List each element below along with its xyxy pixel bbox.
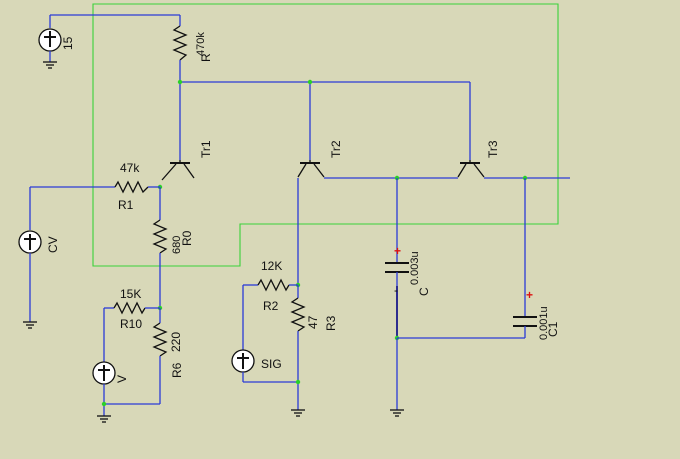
resistor-icon — [257, 278, 290, 292]
polarity-minus-icon: - — [394, 283, 398, 297]
capacitor-c1[interactable]: + 0.001u C1 — [397, 178, 560, 340]
resistor-icon — [290, 297, 306, 332]
transistor-lead — [183, 163, 195, 179]
r2-value: 12K — [261, 259, 282, 273]
polarity-plus-icon: + — [394, 244, 401, 258]
node-dot — [295, 379, 301, 385]
source-cv[interactable]: CV — [18, 187, 60, 329]
capacitor-c[interactable]: + - 0.003u C — [385, 178, 431, 338]
r6-name: R6 — [170, 362, 184, 378]
r10-name: R10 — [120, 317, 142, 331]
tr3-label: Tr3 — [486, 140, 500, 158]
c1-name: C1 — [546, 321, 560, 337]
ground-icon — [43, 61, 57, 69]
r10-value: 15K — [120, 287, 141, 301]
resistor-icon — [172, 25, 188, 61]
resistor-r0[interactable]: 680 R0 — [152, 187, 194, 308]
transistor-tr2[interactable]: Tr2 — [297, 140, 343, 178]
r6-value: 220 — [169, 332, 183, 352]
ground-icon — [390, 409, 404, 417]
node-dot — [101, 401, 107, 407]
resistor-icon — [113, 301, 146, 315]
node-dot — [177, 79, 183, 85]
tr1-label: Tr1 — [199, 140, 213, 158]
source-sig[interactable]: SIG — [231, 285, 301, 385]
resistor-r3[interactable]: 47 R3 — [290, 285, 338, 410]
node-dot — [307, 79, 313, 85]
polarity-plus-icon: + — [526, 288, 533, 302]
ground-icon — [97, 415, 111, 423]
tr2-label: Tr2 — [329, 140, 343, 158]
transistor-lead — [313, 163, 325, 178]
resistor-r1[interactable]: 47k R1 — [30, 161, 160, 212]
source-v[interactable]: V — [92, 308, 160, 423]
transistor-lead — [457, 163, 467, 178]
resistor-icon — [152, 219, 168, 254]
ground-icon — [291, 409, 305, 417]
r0-name: R0 — [180, 230, 194, 246]
cv-label: CV — [46, 236, 60, 253]
transistor-tr3[interactable]: Tr3 — [457, 140, 500, 178]
resistor-r[interactable]: 470k R — [172, 15, 213, 82]
resistor-r6[interactable]: 220 R6 — [152, 308, 184, 404]
resistor-r10[interactable]: 15K R10 — [104, 287, 160, 331]
transistor-tr1[interactable]: Tr1 — [161, 140, 213, 181]
r0-value: 680 — [171, 236, 183, 254]
r1-value: 47k — [120, 161, 140, 175]
highlight-wire — [92, 3, 559, 267]
resistor-icon — [114, 180, 149, 194]
sig-label: SIG — [261, 357, 282, 371]
r2-name: R2 — [263, 299, 279, 313]
source-15-value: 15 — [61, 36, 75, 50]
v-label: V — [115, 375, 129, 383]
resistor-icon — [152, 322, 168, 357]
source-15[interactable]: 15 — [38, 14, 180, 69]
r3-name: R3 — [324, 315, 338, 331]
transistor-lead — [161, 163, 177, 181]
ground-icon — [23, 321, 37, 329]
r-value: 470k — [195, 32, 207, 56]
r1-name: R1 — [118, 198, 134, 212]
r-name: R — [199, 53, 213, 62]
r3-value: 47 — [306, 315, 320, 329]
c1-value: 0.001u — [538, 306, 550, 340]
c-name: C — [417, 287, 431, 296]
transistor-lead — [297, 163, 307, 178]
c-value: 0.003u — [409, 251, 421, 285]
transistor-lead — [473, 163, 485, 178]
resistor-r2[interactable]: 12K R2 — [243, 259, 298, 313]
